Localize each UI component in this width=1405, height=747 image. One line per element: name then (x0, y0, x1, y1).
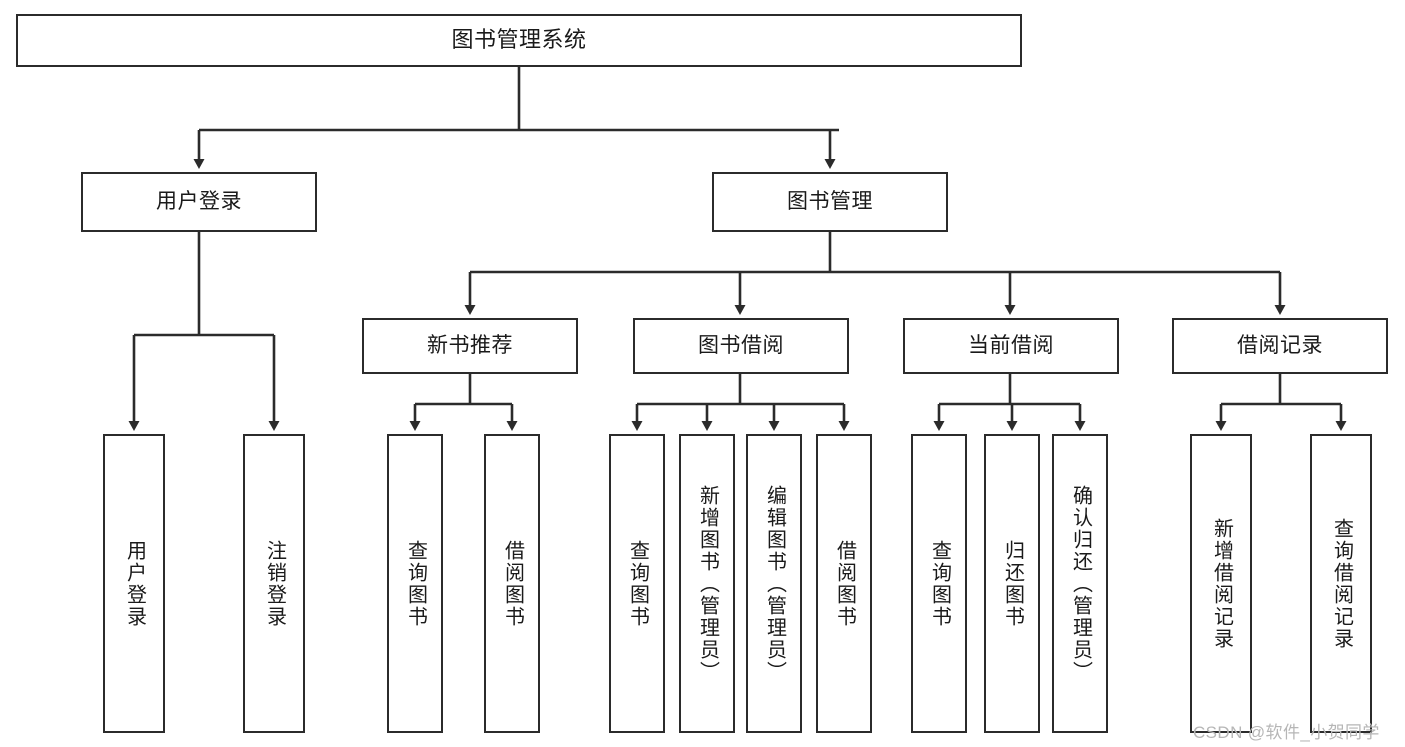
connectors-borrow-record-to-leaves (1215, 374, 1347, 431)
leaf-add-book-admin[interactable]: 新增图书（管理员） (679, 434, 735, 733)
node-label: 当前借阅 (968, 334, 1054, 358)
leaf-edit-book-admin[interactable]: 编辑图书（管理员） (746, 434, 802, 733)
node-label: 图书管理系统 (451, 27, 587, 53)
node-label: 新增借阅记录 (1210, 517, 1233, 650)
node-current-borrow[interactable]: 当前借阅 (903, 318, 1119, 374)
node-book-management[interactable]: 图书管理 (712, 172, 948, 232)
node-label: 借阅图书 (501, 539, 524, 628)
node-label: 查询图书 (928, 539, 951, 628)
node-label: 注销登录 (263, 539, 286, 628)
leaf-query-book-recommend[interactable]: 查询图书 (387, 434, 443, 733)
node-label: 新增图书（管理员） (696, 484, 719, 683)
node-label: 查询图书 (626, 539, 649, 628)
leaf-confirm-return-admin[interactable]: 确认归还（管理员） (1052, 434, 1108, 733)
node-label: 用户登录 (156, 190, 242, 214)
leaf-query-book-current[interactable]: 查询图书 (911, 434, 967, 733)
connectors-root-to-level2 (193, 67, 839, 169)
node-label: 图书管理 (787, 190, 873, 214)
connectors-book-borrow-to-leaves (631, 374, 850, 431)
node-label: 确认归还（管理员） (1069, 484, 1092, 683)
leaf-user-login[interactable]: 用户登录 (103, 434, 165, 733)
connectors-new-book-recommend-to-leaves (409, 374, 518, 431)
node-label: 图书借阅 (698, 334, 784, 358)
leaf-borrow-book-recommend[interactable]: 借阅图书 (484, 434, 540, 733)
node-book-management-system[interactable]: 图书管理系统 (16, 14, 1022, 67)
leaf-query-book-borrow[interactable]: 查询图书 (609, 434, 665, 733)
leaf-query-borrow-record[interactable]: 查询借阅记录 (1310, 434, 1372, 733)
node-label: 新书推荐 (427, 334, 513, 358)
node-book-borrow[interactable]: 图书借阅 (633, 318, 849, 374)
node-borrow-record[interactable]: 借阅记录 (1172, 318, 1388, 374)
node-label: 归还图书 (1001, 539, 1024, 628)
node-new-book-recommend[interactable]: 新书推荐 (362, 318, 578, 374)
node-label: 用户登录 (123, 539, 146, 628)
node-label: 借阅记录 (1237, 334, 1323, 358)
connectors-user-login-to-leaves (128, 232, 280, 431)
node-label: 借阅图书 (833, 539, 856, 628)
connectors-book-management-to-level3 (464, 232, 1286, 315)
node-label: 查询图书 (404, 539, 427, 628)
connectors-current-borrow-to-leaves (933, 374, 1086, 431)
node-user-login[interactable]: 用户登录 (81, 172, 317, 232)
leaf-logout-login[interactable]: 注销登录 (243, 434, 305, 733)
leaf-add-borrow-record[interactable]: 新增借阅记录 (1190, 434, 1252, 733)
node-label: 编辑图书（管理员） (763, 484, 786, 683)
leaf-return-book[interactable]: 归还图书 (984, 434, 1040, 733)
leaf-borrow-book[interactable]: 借阅图书 (816, 434, 872, 733)
node-label: 查询借阅记录 (1330, 517, 1353, 650)
